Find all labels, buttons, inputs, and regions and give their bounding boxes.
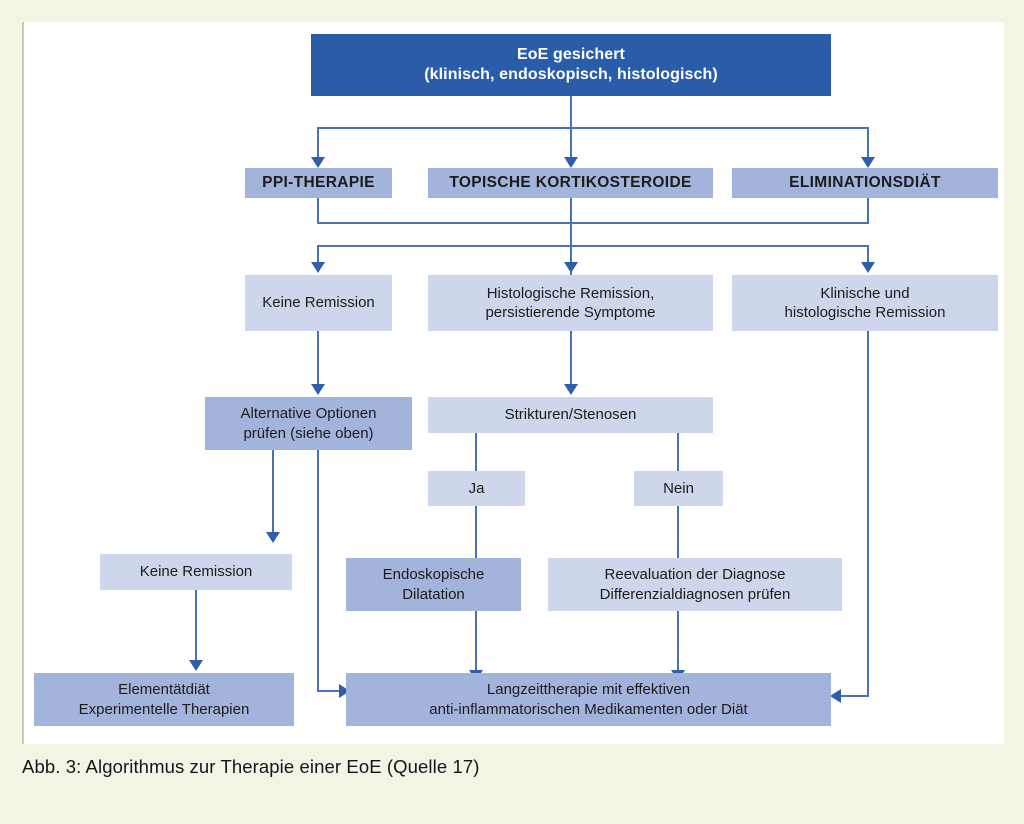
connector-bus-therapies bbox=[317, 127, 869, 129]
connector-bus-to-elimination bbox=[867, 127, 869, 160]
node-eliminationsdiaet[interactable]: ELIMINATIONSDIÄT bbox=[732, 168, 998, 198]
connector-outcome1-longdrop bbox=[317, 397, 319, 692]
node-elementaetdiaet[interactable]: Elementätdiät Experimentelle Therapien bbox=[34, 673, 294, 726]
node-endoskopische-dilatation-line2: Dilatation bbox=[402, 585, 465, 603]
node-topische-kortikosteroide[interactable]: TOPISCHE KORTIKOSTEROIDE bbox=[428, 168, 713, 198]
node-decision-ja[interactable]: Ja bbox=[428, 471, 525, 506]
node-elementaetdiaet-line2: Experimentelle Therapien bbox=[78, 700, 250, 718]
connector-ppi-stem bbox=[317, 198, 319, 222]
node-eliminationsdiaet-label: ELIMINATIONSDIÄT bbox=[789, 174, 941, 192]
node-histologische-remission-line1: Histologische Remission, bbox=[486, 284, 655, 302]
node-reevaluation-diagnose-line2: Differenzialdiagnosen prüfen bbox=[599, 585, 791, 603]
node-histologische-remission-line2: persistierende Symptome bbox=[485, 304, 656, 321]
connector-bus-to-outcome3 bbox=[867, 245, 869, 265]
arrowhead-to-ppi bbox=[311, 157, 325, 168]
figure-caption: Abb. 3: Algorithmus zur Therapie einer E… bbox=[22, 756, 480, 777]
node-reevaluation-diagnose[interactable]: Reevaluation der Diagnose Differenzialdi… bbox=[548, 558, 842, 611]
node-klinische-histologische-remission-line2: histologische Remission bbox=[784, 304, 946, 321]
arrowhead-to-elementaetdiaet bbox=[189, 660, 203, 671]
connector-topical-stem bbox=[570, 198, 572, 278]
node-ppi-therapie-label: PPI-THERAPIE bbox=[262, 174, 375, 192]
node-klinische-histologische-remission-line1: Klinische und bbox=[820, 284, 910, 302]
node-keine-remission-1[interactable]: Keine Remission bbox=[245, 275, 392, 331]
connector-bus-lower bbox=[317, 245, 869, 247]
arrowhead-to-outcome3 bbox=[861, 262, 875, 273]
connector-elimination-stem bbox=[867, 198, 869, 222]
node-decision-ja-label: Ja bbox=[468, 479, 485, 497]
connector-root-stem bbox=[570, 96, 572, 127]
node-keine-remission-2-line1: Keine Remission bbox=[139, 563, 253, 581]
diagram-panel: EoE gesichert (klinisch, endoskopisch, h… bbox=[22, 22, 1004, 744]
connector-keineremission2-to-elementaet bbox=[195, 590, 197, 663]
connector-ja-to-dilatation bbox=[475, 506, 477, 558]
connector-strikturen-to-nein bbox=[677, 433, 679, 471]
arrowhead-to-keine-remission-2 bbox=[266, 532, 280, 543]
connector-outcome1-to-longterm bbox=[317, 690, 344, 692]
node-strikturen-stenosen[interactable]: Strikturen/Stenosen bbox=[428, 397, 713, 433]
connector-nein-to-reevaluation bbox=[677, 506, 679, 558]
node-topische-kortikosteroide-label: TOPISCHE KORTIKOSTEROIDE bbox=[449, 174, 692, 192]
node-alternative-optionen-line1: Alternative Optionen bbox=[240, 405, 377, 423]
node-keine-remission-1-line1: Keine Remission bbox=[262, 294, 375, 312]
connector-outcome1-to-alternative bbox=[317, 331, 319, 387]
connector-strikturen-to-ja bbox=[475, 433, 477, 471]
node-endoskopische-dilatation-line1: Endoskopische bbox=[382, 566, 485, 584]
connector-outcome3-longdrop bbox=[867, 331, 869, 697]
node-alternative-optionen-line2: prüfen (siehe oben) bbox=[243, 424, 374, 442]
arrowhead-longdrop-to-longterm bbox=[339, 684, 350, 698]
connector-bus-to-ppi bbox=[317, 127, 319, 160]
node-decision-nein-label: Nein bbox=[663, 479, 694, 497]
arrowhead-to-topical bbox=[564, 157, 578, 168]
node-langzeittherapie-line1: Langzeittherapie mit effektiven bbox=[486, 681, 691, 699]
arrowhead-to-alternative-optionen bbox=[311, 384, 325, 395]
arrowhead-to-strikturen bbox=[564, 384, 578, 395]
node-alternative-optionen[interactable]: Alternative Optionen prüfen (siehe oben) bbox=[205, 397, 412, 450]
arrowhead-to-outcome2 bbox=[564, 262, 578, 273]
node-langzeittherapie[interactable]: Langzeittherapie mit effektiven anti-inf… bbox=[346, 673, 831, 726]
arrowhead-rightrail-to-longterm bbox=[830, 689, 841, 703]
node-ppi-therapie[interactable]: PPI-THERAPIE bbox=[245, 168, 392, 198]
connector-outcome2-to-strikturen bbox=[570, 331, 572, 387]
node-eoe-gesichert[interactable]: EoE gesichert (klinisch, endoskopisch, h… bbox=[311, 34, 831, 96]
connector-outcome3-to-longterm bbox=[841, 695, 869, 697]
arrowhead-to-outcome1 bbox=[311, 262, 325, 273]
connector-reevaluation-to-longterm bbox=[677, 611, 679, 673]
connector-bus-upper bbox=[317, 222, 869, 224]
connector-bus-to-topical bbox=[570, 127, 572, 160]
node-eoe-gesichert-line2: (klinisch, endoskopisch, histologisch) bbox=[424, 66, 718, 83]
node-eoe-gesichert-line1: EoE gesichert bbox=[516, 45, 625, 63]
connector-bus-to-outcome1 bbox=[317, 245, 319, 265]
node-elementaetdiaet-line1: Elementätdiät bbox=[118, 681, 210, 699]
arrowhead-to-elimination bbox=[861, 157, 875, 168]
node-langzeittherapie-line2: anti-inflammatorischen Medikamenten oder… bbox=[429, 700, 748, 718]
node-klinische-histologische-remission[interactable]: Klinische und histologische Remission bbox=[732, 275, 998, 331]
node-histologische-remission[interactable]: Histologische Remission, persistierende … bbox=[428, 275, 713, 331]
node-reevaluation-diagnose-line1: Reevaluation der Diagnose bbox=[604, 566, 786, 584]
node-endoskopische-dilatation[interactable]: Endoskopische Dilatation bbox=[346, 558, 521, 611]
node-decision-nein[interactable]: Nein bbox=[634, 471, 723, 506]
node-keine-remission-2[interactable]: Keine Remission bbox=[100, 554, 292, 590]
connector-dilatation-to-longterm bbox=[475, 611, 477, 673]
connector-alternative-to-keineremission2 bbox=[272, 450, 274, 535]
node-strikturen-stenosen-line1: Strikturen/Stenosen bbox=[504, 406, 637, 424]
